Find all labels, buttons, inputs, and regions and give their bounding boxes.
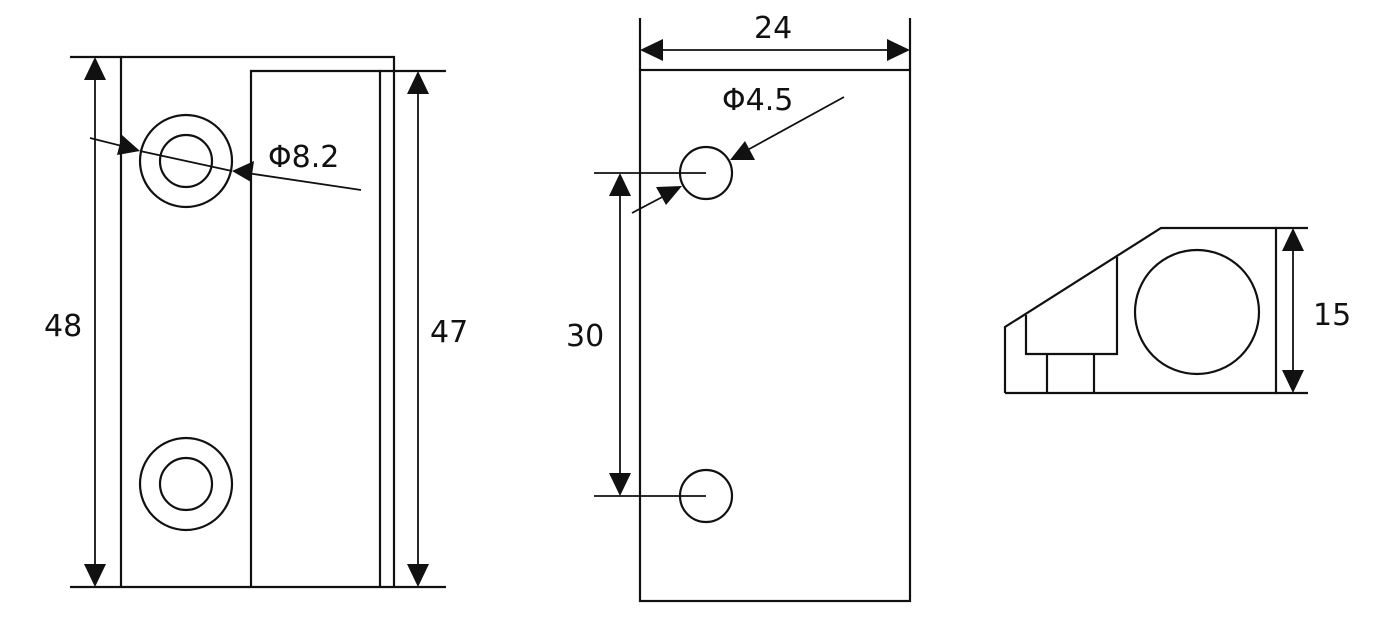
dim-47-arrow-bottom xyxy=(407,564,429,587)
dim-15-arrow-top xyxy=(1282,228,1304,251)
dim-30-arrow-top xyxy=(609,173,631,196)
dim-48-arrow-top xyxy=(84,57,106,80)
dim-15-arrow-bottom xyxy=(1282,370,1304,393)
left-view-outline xyxy=(119,55,396,587)
counterbore-outer-bottom xyxy=(138,436,234,532)
front-view-outline xyxy=(638,68,912,603)
counterbore-inner-top xyxy=(158,133,214,189)
left-view: 48 47 Φ8.2 xyxy=(44,55,468,589)
dim-phi45-label: Φ4.5 xyxy=(722,83,793,118)
side-view-inner-step xyxy=(1024,257,1119,356)
dim-phi82-label: Φ8.2 xyxy=(268,140,339,175)
dim-phi82-arrow-right xyxy=(232,161,254,182)
dim-phi45-arrow-bottom xyxy=(656,186,682,205)
dim-30-arrow-bottom xyxy=(609,473,631,496)
dim-47-arrow-top xyxy=(407,71,429,94)
side-view-bore xyxy=(1133,248,1261,376)
dim-24-arrow-left xyxy=(640,39,663,61)
counterbore-inner-bottom xyxy=(158,456,214,512)
dim-phi82-leader-right xyxy=(239,171,362,191)
counterbore-outer-top xyxy=(138,113,234,209)
dim-15-label: 15 xyxy=(1313,298,1351,333)
side-view: 15 xyxy=(1003,226,1351,395)
dim-24-arrow-right xyxy=(887,39,910,61)
dim-48-arrow-bottom xyxy=(84,564,106,587)
dim-phi45-arrow-top xyxy=(730,141,755,160)
dim-phi82-arrow-left xyxy=(117,135,140,155)
side-view-outline xyxy=(1003,226,1278,395)
left-view-inner-block xyxy=(249,69,382,587)
dim-phi82-leader-through xyxy=(139,150,233,172)
front-view: 24 30 Φ4.5 xyxy=(566,11,912,603)
dim-47-label: 47 xyxy=(430,315,468,350)
dim-24-label: 24 xyxy=(754,11,792,46)
dim-48-label: 48 xyxy=(44,309,82,344)
dim-30-label: 30 xyxy=(566,319,604,354)
dim-phi45-leader-top xyxy=(741,96,845,154)
